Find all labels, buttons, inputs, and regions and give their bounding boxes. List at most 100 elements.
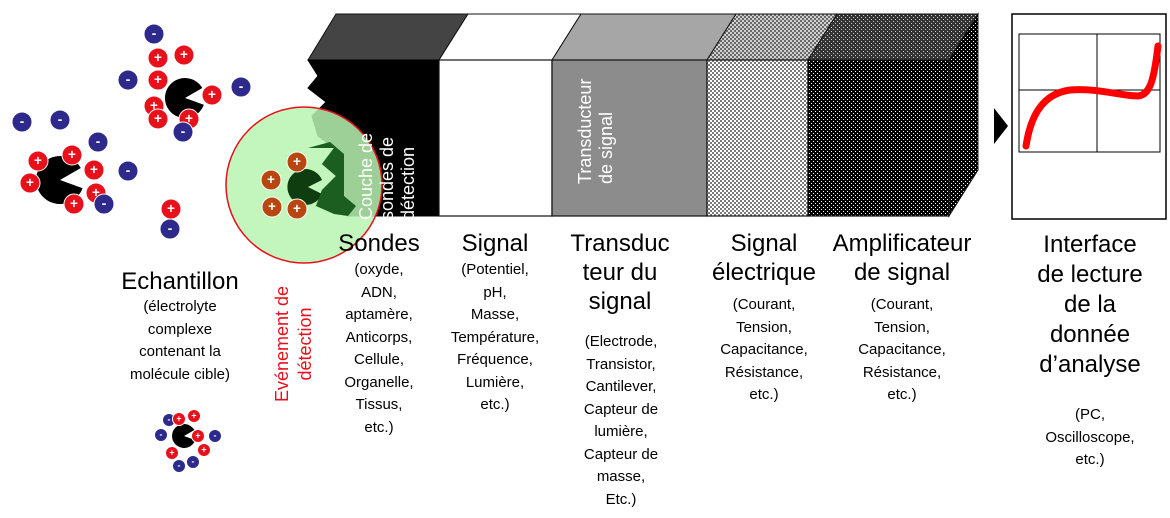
- positive-ion-icon: +: [19, 172, 41, 194]
- negative-ion-icon: -: [162, 413, 176, 427]
- stage-signal-desc: (Potentiel, pH, Masse, Température, Fréq…: [450, 261, 540, 413]
- svg-text:+: +: [201, 445, 206, 455]
- svg-text:+: +: [154, 50, 162, 65]
- negative-ion-icon: -: [11, 111, 33, 133]
- svg-text:-: -: [178, 461, 181, 471]
- svg-text:+: +: [154, 111, 162, 126]
- svg-text:+: +: [34, 153, 42, 168]
- svg-text:-: -: [214, 431, 217, 441]
- negative-ion-icon: -: [93, 193, 115, 215]
- target-molecule-icon: [164, 78, 204, 119]
- positive-ion-icon: +: [61, 144, 83, 166]
- arrow-icon: [994, 108, 1008, 144]
- detection-zone: [225, 106, 383, 264]
- stage-electrical-desc: (Courant, Tension, Capacitance, Résistan…: [720, 296, 808, 403]
- transducer-block-top: [551, 13, 737, 61]
- negative-ion-icon: -: [172, 121, 194, 143]
- svg-text:+: +: [267, 172, 275, 187]
- negative-ion-icon: -: [117, 160, 139, 182]
- amplifier-block-front: [807, 59, 950, 217]
- positive-ion-icon: +: [261, 196, 283, 218]
- stage-electrical-title: Signal électrique: [711, 230, 817, 286]
- positive-ion-icon: +: [187, 409, 201, 423]
- svg-text:-: -: [152, 26, 157, 41]
- negative-ion-icon: -: [117, 69, 139, 91]
- stage-transducer-title: Transduc teur du signal: [570, 230, 670, 315]
- svg-text:+: +: [169, 448, 174, 458]
- positive-ion-icon: +: [197, 443, 211, 457]
- stage-transducer-desc: (Electrode, Transistor, Cantilever, Capt…: [583, 333, 659, 508]
- negative-ion-icon: -: [159, 218, 181, 240]
- pipeline-blocks: [307, 12, 979, 218]
- positive-ion-icon: +: [27, 150, 49, 172]
- positive-ion-icon: +: [147, 47, 169, 69]
- positive-ion-icon: +: [201, 84, 223, 106]
- negative-ion-icon: -: [154, 428, 168, 442]
- svg-text:+: +: [68, 147, 76, 162]
- stage-signal-title: Signal: [461, 230, 529, 257]
- positive-ion-icon: +: [147, 69, 169, 91]
- probe-tips-highlight: [308, 142, 356, 216]
- negative-ion-icon: -: [87, 131, 109, 153]
- sample-description: (électrolyte complexe contenant la moléc…: [129, 298, 231, 383]
- response-curve: [1022, 42, 1162, 150]
- svg-text:+: +: [293, 154, 301, 169]
- positive-ion-icon: +: [147, 108, 169, 130]
- positive-ion-icon: +: [160, 198, 182, 220]
- ions-layer: +++++++----++++++-----+--+-+++---+++++: [11, 23, 308, 473]
- svg-text:+: +: [293, 201, 301, 216]
- positive-ion-icon: +: [172, 412, 186, 426]
- positive-ion-icon: +: [260, 169, 282, 191]
- target-molecule-icon: [36, 156, 83, 205]
- stage-readout-desc: (PC, Oscilloscope, etc.): [1045, 406, 1135, 468]
- positive-ion-icon: +: [165, 446, 179, 460]
- svg-text:-: -: [160, 430, 163, 440]
- svg-text:-: -: [239, 79, 244, 94]
- svg-text:+: +: [195, 431, 200, 441]
- svg-text:+: +: [167, 201, 175, 216]
- svg-text:+: +: [176, 414, 181, 424]
- svg-text:+: +: [191, 411, 196, 421]
- positive-ion-icon: +: [63, 193, 85, 215]
- svg-text:+: +: [70, 196, 78, 211]
- target-molecule-icon: [172, 424, 196, 449]
- positive-ion-icon: +: [286, 151, 308, 173]
- signal-block-front: [438, 59, 553, 217]
- svg-text:-: -: [126, 163, 131, 178]
- stage-probes-title: Sondes: [338, 230, 420, 257]
- positive-ion-icon: +: [173, 44, 195, 66]
- readout-interface: [994, 13, 1167, 220]
- stage-readout-title: Interface de lecture de la donnée d’anal…: [1037, 231, 1143, 378]
- svg-text:+: +: [90, 162, 98, 177]
- negative-ion-icon: -: [143, 23, 165, 45]
- positive-ion-icon: +: [191, 429, 205, 443]
- bound-receptor-pacman: [287, 169, 322, 206]
- electrical-signal-block-front: [706, 59, 809, 217]
- svg-text:-: -: [96, 134, 101, 149]
- stage-amplifier-title: Amplificateur de signal: [832, 230, 972, 286]
- negative-ion-icon: -: [49, 109, 71, 131]
- svg-text:+: +: [185, 111, 193, 126]
- svg-text:+: +: [268, 199, 276, 214]
- negative-ion-icon: -: [172, 459, 186, 473]
- svg-text:+: +: [92, 185, 100, 200]
- transducer-label: Transducteur de signal: [575, 78, 617, 184]
- svg-text:+: +: [208, 87, 216, 102]
- amplifier-block-top: [807, 13, 979, 61]
- transducer-block-front: [551, 59, 708, 217]
- svg-text:+: +: [154, 72, 162, 87]
- negative-ion-icon: -: [208, 429, 222, 443]
- positive-ion-icon: +: [83, 159, 105, 181]
- svg-text:-: -: [58, 112, 63, 127]
- svg-text:+: +: [26, 175, 34, 190]
- positive-ion-icon: +: [286, 198, 308, 220]
- detection-event-label: Evénement de détection: [272, 285, 315, 403]
- svg-text:-: -: [168, 415, 171, 425]
- negative-ion-icon: -: [230, 76, 252, 98]
- probe-layer-label: Couche de sondes de détection: [356, 132, 419, 220]
- negative-ion-icon: -: [186, 455, 200, 469]
- stage-probes-desc: (oxyde, ADN, aptamère, Anticorps, Cellul…: [344, 261, 414, 436]
- svg-text:+: +: [150, 98, 158, 113]
